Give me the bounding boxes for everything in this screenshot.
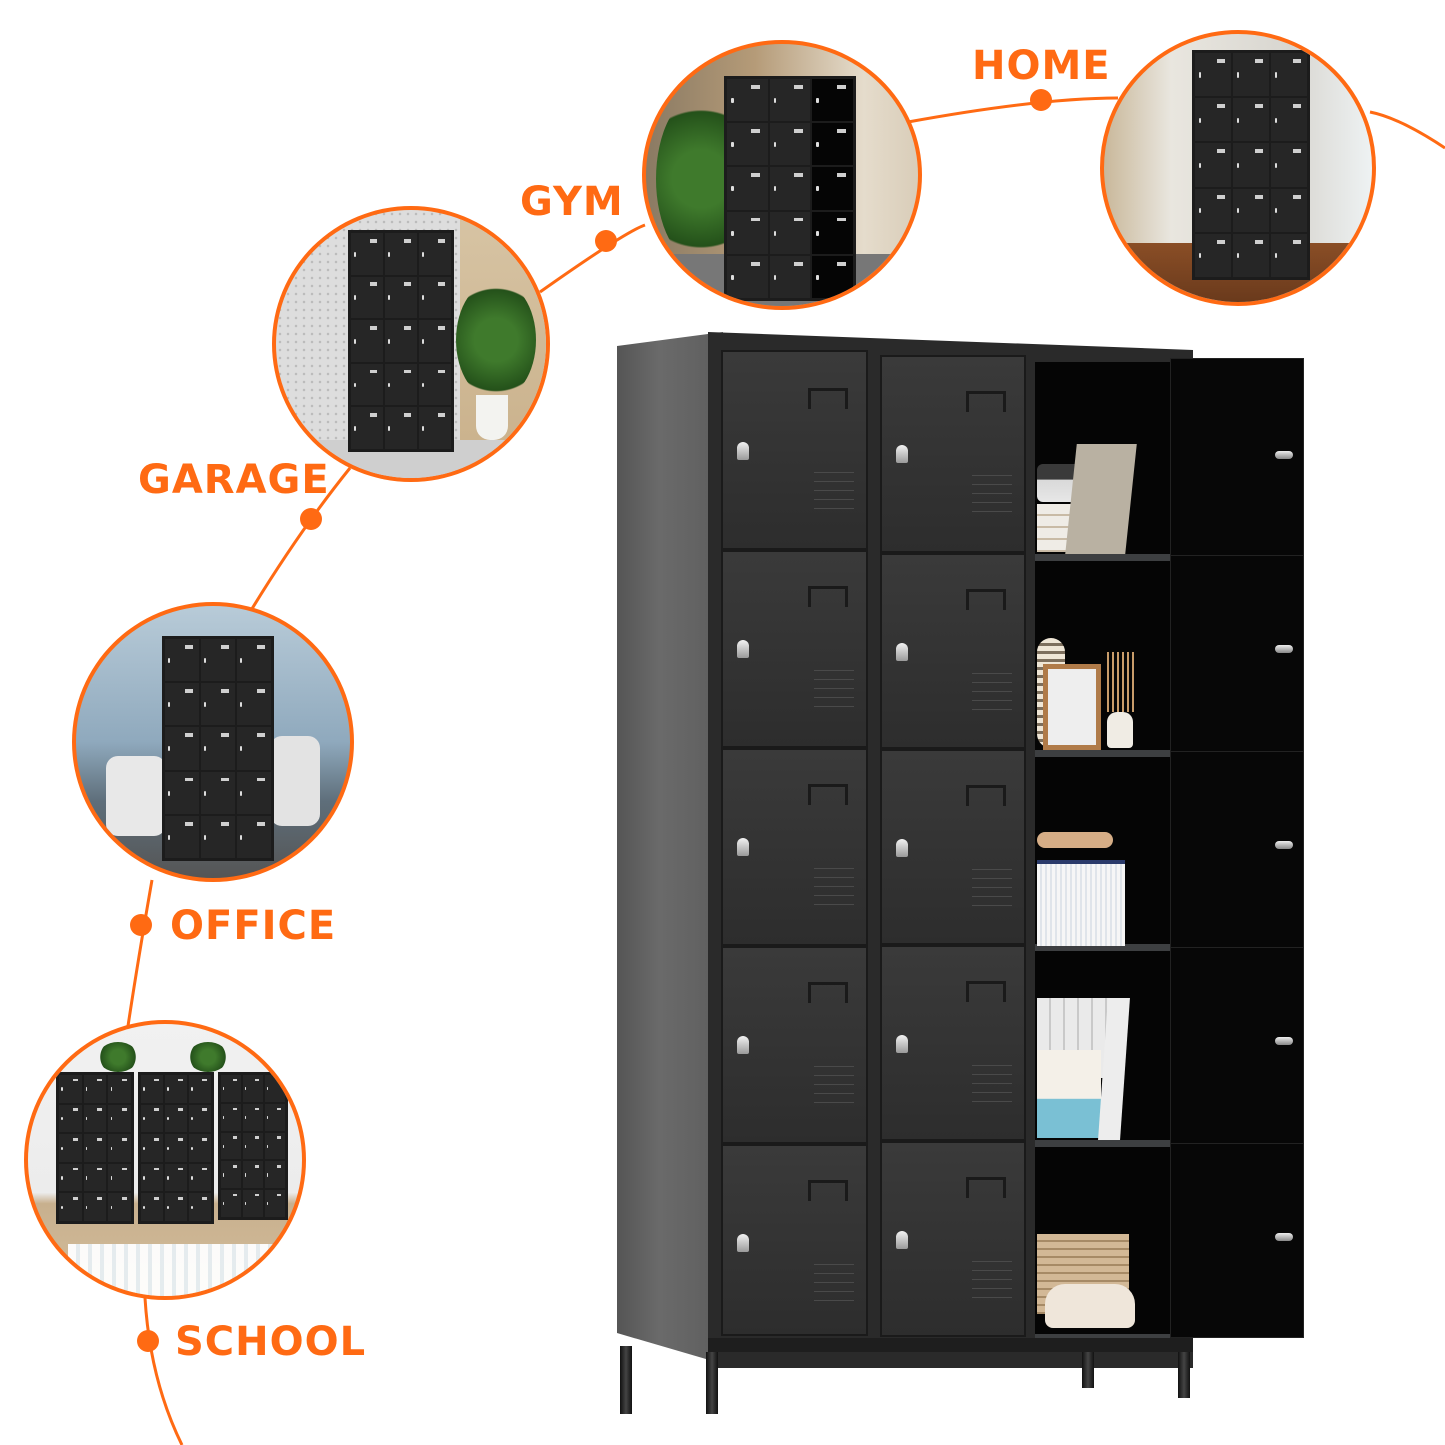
scene-office-image [72, 602, 354, 882]
label-school: SCHOOL [175, 1319, 367, 1365]
locker-leg [620, 1346, 632, 1414]
label-office: OFFICE [170, 903, 337, 949]
locker-door[interactable] [721, 550, 868, 748]
locker-side-panel [617, 332, 723, 1364]
marker-dot-office [130, 914, 152, 936]
marker-dot-gym [595, 230, 617, 252]
locker-door[interactable] [721, 350, 868, 550]
wooden-airplane [1037, 832, 1113, 848]
label-home: HOME [972, 43, 1111, 89]
open-locker-door[interactable] [1170, 358, 1304, 1338]
scene-gym-image [642, 40, 922, 310]
toy-car [1045, 1284, 1135, 1328]
locker-door[interactable] [721, 748, 868, 946]
open-compartment-column [1035, 362, 1171, 1341]
scene-garage-image [272, 206, 550, 482]
locker-leg [706, 1352, 718, 1414]
scene-home-image [1100, 30, 1376, 306]
locker-door[interactable] [721, 1144, 868, 1336]
locker-door[interactable] [880, 1141, 1026, 1337]
reed-diffuser [1107, 712, 1133, 748]
locker-door[interactable] [721, 946, 868, 1144]
picture-frame [1043, 664, 1101, 750]
locker-door[interactable] [880, 553, 1026, 749]
locker-door[interactable] [880, 355, 1026, 553]
upright-book [1065, 444, 1137, 554]
storage-box [1037, 860, 1125, 946]
travel-calendar [1037, 1050, 1101, 1138]
locker-base [708, 1338, 1193, 1352]
locker-leg [1082, 1352, 1094, 1388]
locker-door[interactable] [880, 749, 1026, 945]
marker-dot-home [1030, 89, 1052, 111]
locker-leg [1178, 1352, 1190, 1398]
locker-door[interactable] [880, 945, 1026, 1141]
marker-dot-garage [300, 508, 322, 530]
marker-dot-school [137, 1330, 159, 1352]
scene-school-image [24, 1020, 306, 1300]
